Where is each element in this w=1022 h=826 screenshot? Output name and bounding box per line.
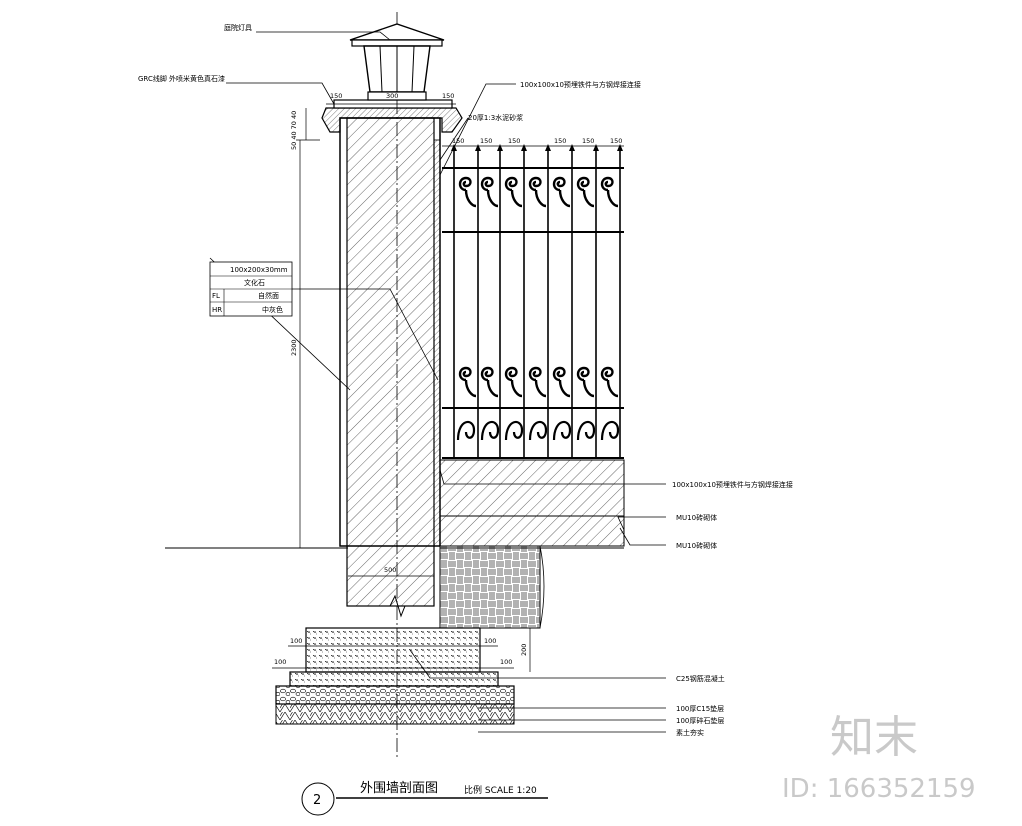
label-steel-bottom: 100x100x10预埋铁件与方钢焊接连接 xyxy=(672,480,793,489)
label-brick-1: MU10砖砌体 xyxy=(676,513,717,522)
label-brick-2: MU10砖砌体 xyxy=(676,541,717,550)
dim-cap-left: 150 xyxy=(330,92,342,100)
dim-vertical-stack: 50 40 70 40 xyxy=(290,111,298,150)
pillar xyxy=(321,12,463,760)
spec-table: 100x200x30mm 文化石 FL 自然面 HR 中灰色 xyxy=(209,261,293,317)
title-name: 外围墙剖面图 xyxy=(360,781,438,796)
spec-size: 100x200x30mm xyxy=(230,266,288,274)
spec-name: 文化石 xyxy=(244,278,265,287)
annotations: 庭院灯具 GRC线脚 外喷米黄色真石漆 100x100x10预埋铁件与方钢焊接连… xyxy=(138,23,793,737)
lamp xyxy=(349,23,445,101)
dim-fence-3: 150 xyxy=(508,137,520,145)
dim-cap-mid: 300 xyxy=(386,92,398,100)
dim-fence-6: 150 xyxy=(610,137,622,145)
dim-width: 500 xyxy=(384,566,396,574)
dim-footing-right: 100 xyxy=(484,637,496,645)
dim-fence-2: 150 xyxy=(480,137,492,145)
dim-cap-right: 150 xyxy=(442,92,454,100)
drawing-title: 2 外围墙剖面图 比例 SCALE 1:20 xyxy=(301,781,548,816)
watermark-id: ID: 166352159 xyxy=(782,774,976,804)
watermark: 知末 ID: 166352159 xyxy=(782,712,976,804)
spec-row1-val: 自然面 xyxy=(258,291,279,300)
label-soil: 素土夯实 xyxy=(676,728,704,737)
leaders xyxy=(209,31,666,733)
title-scale: 比例 SCALE 1:20 xyxy=(464,784,537,796)
dim-fence-4: 150 xyxy=(554,137,566,145)
label-cushion: 100厚C15垫层 xyxy=(676,704,724,713)
title-number: 2 xyxy=(313,793,321,808)
spec-row2-val: 中灰色 xyxy=(262,305,283,314)
dim-cushion-left: 100 xyxy=(274,658,286,666)
label-gravel: 100厚碎石垫层 xyxy=(676,716,724,725)
dim-height: 2300 xyxy=(290,339,298,356)
label-mortar: 20厚1:3水泥砂浆 xyxy=(468,113,523,122)
iron-fence xyxy=(439,144,625,629)
label-concrete: C25钢筋混凝土 xyxy=(676,674,725,683)
dim-cushion-right: 100 xyxy=(500,658,512,666)
foundation xyxy=(165,547,624,725)
watermark-logo: 知末 xyxy=(830,712,918,763)
dim-fence-5: 150 xyxy=(582,137,594,145)
label-steel-top: 100x100x10预埋铁件与方钢焊接连接 xyxy=(520,80,641,89)
spec-row2-key: HR xyxy=(212,306,222,314)
label-lamp: 庭院灯具 xyxy=(224,23,252,32)
dim-footing-height: 200 xyxy=(520,644,528,656)
dim-fence-1: 150 xyxy=(452,137,464,145)
spec-row1-key: FL xyxy=(212,292,220,300)
dim-footing-left: 100 xyxy=(290,637,302,645)
label-cap: GRC线脚 外喷米黄色真石漆 xyxy=(138,74,225,83)
dimensions xyxy=(272,103,624,672)
